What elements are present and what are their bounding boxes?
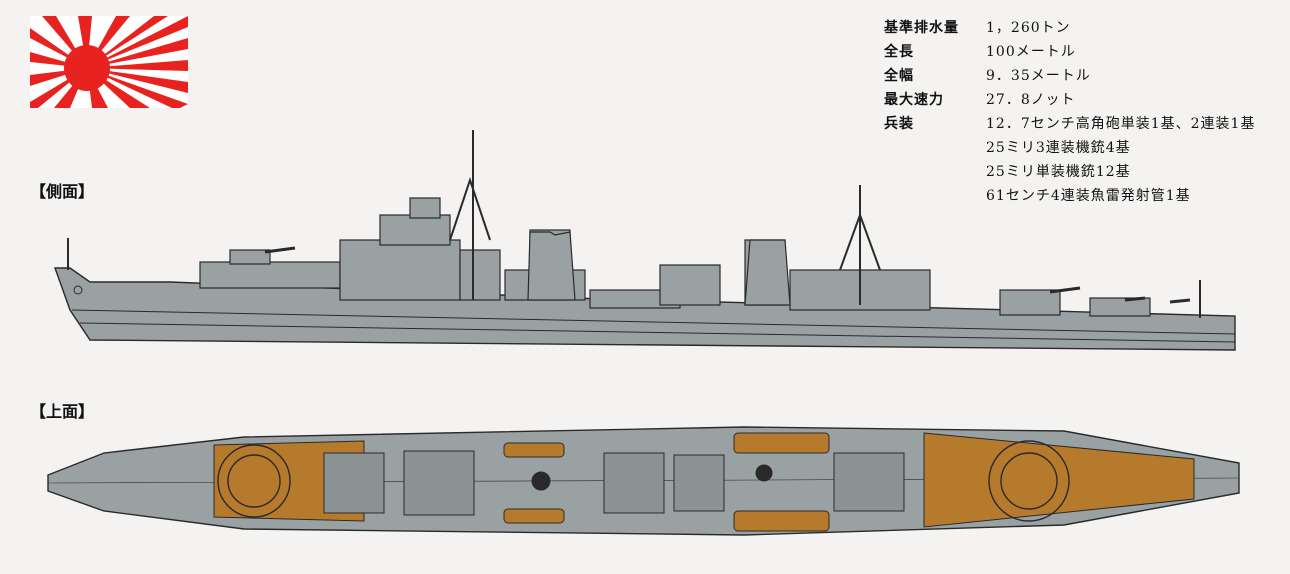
spec-value: 12．7センチ高角砲単装1基、2連装1基 <box>986 116 1256 132</box>
spec-row-displacement: 基準排水量 1，260トン <box>884 16 1284 40</box>
ship-plan-view-icon <box>47 426 1240 536</box>
spec-table: 基準排水量 1，260トン 全長 100メートル 全幅 9．35メートル 最大速… <box>884 16 1284 208</box>
spec-key: 全幅 <box>884 68 914 84</box>
spec-value: 100メートル <box>986 44 1076 60</box>
spec-key: 最大速力 <box>884 92 944 108</box>
spec-row-length: 全長 100メートル <box>884 40 1284 64</box>
spec-key: 基準排水量 <box>884 20 959 36</box>
spec-key: 全長 <box>884 44 914 60</box>
spec-value: 1，260トン <box>986 20 1071 36</box>
spec-value: 9．35メートル <box>986 68 1091 84</box>
side-view-label: 【側面】 <box>30 182 95 201</box>
spec-value: 27．8ノット <box>986 92 1076 108</box>
spec-key: 兵装 <box>884 116 914 132</box>
spec-value-continued: 25ミリ単装機銃12基 <box>986 164 1131 180</box>
spec-row-beam: 全幅 9．35メートル <box>884 64 1284 88</box>
spec-row-armament: 兵装 12．7センチ高角砲単装1基、2連装1基 <box>884 112 1284 136</box>
spec-value-continued: 61センチ4連装魚雷発射管1基 <box>986 188 1191 204</box>
spec-row-speed: 最大速力 27．8ノット <box>884 88 1284 112</box>
rising-sun-flag-icon <box>30 16 188 108</box>
spec-value-continued: 25ミリ3連装機銃4基 <box>986 140 1131 156</box>
ship-side-profile-icon <box>54 130 1236 351</box>
top-view-label: 【上面】 <box>30 402 95 421</box>
